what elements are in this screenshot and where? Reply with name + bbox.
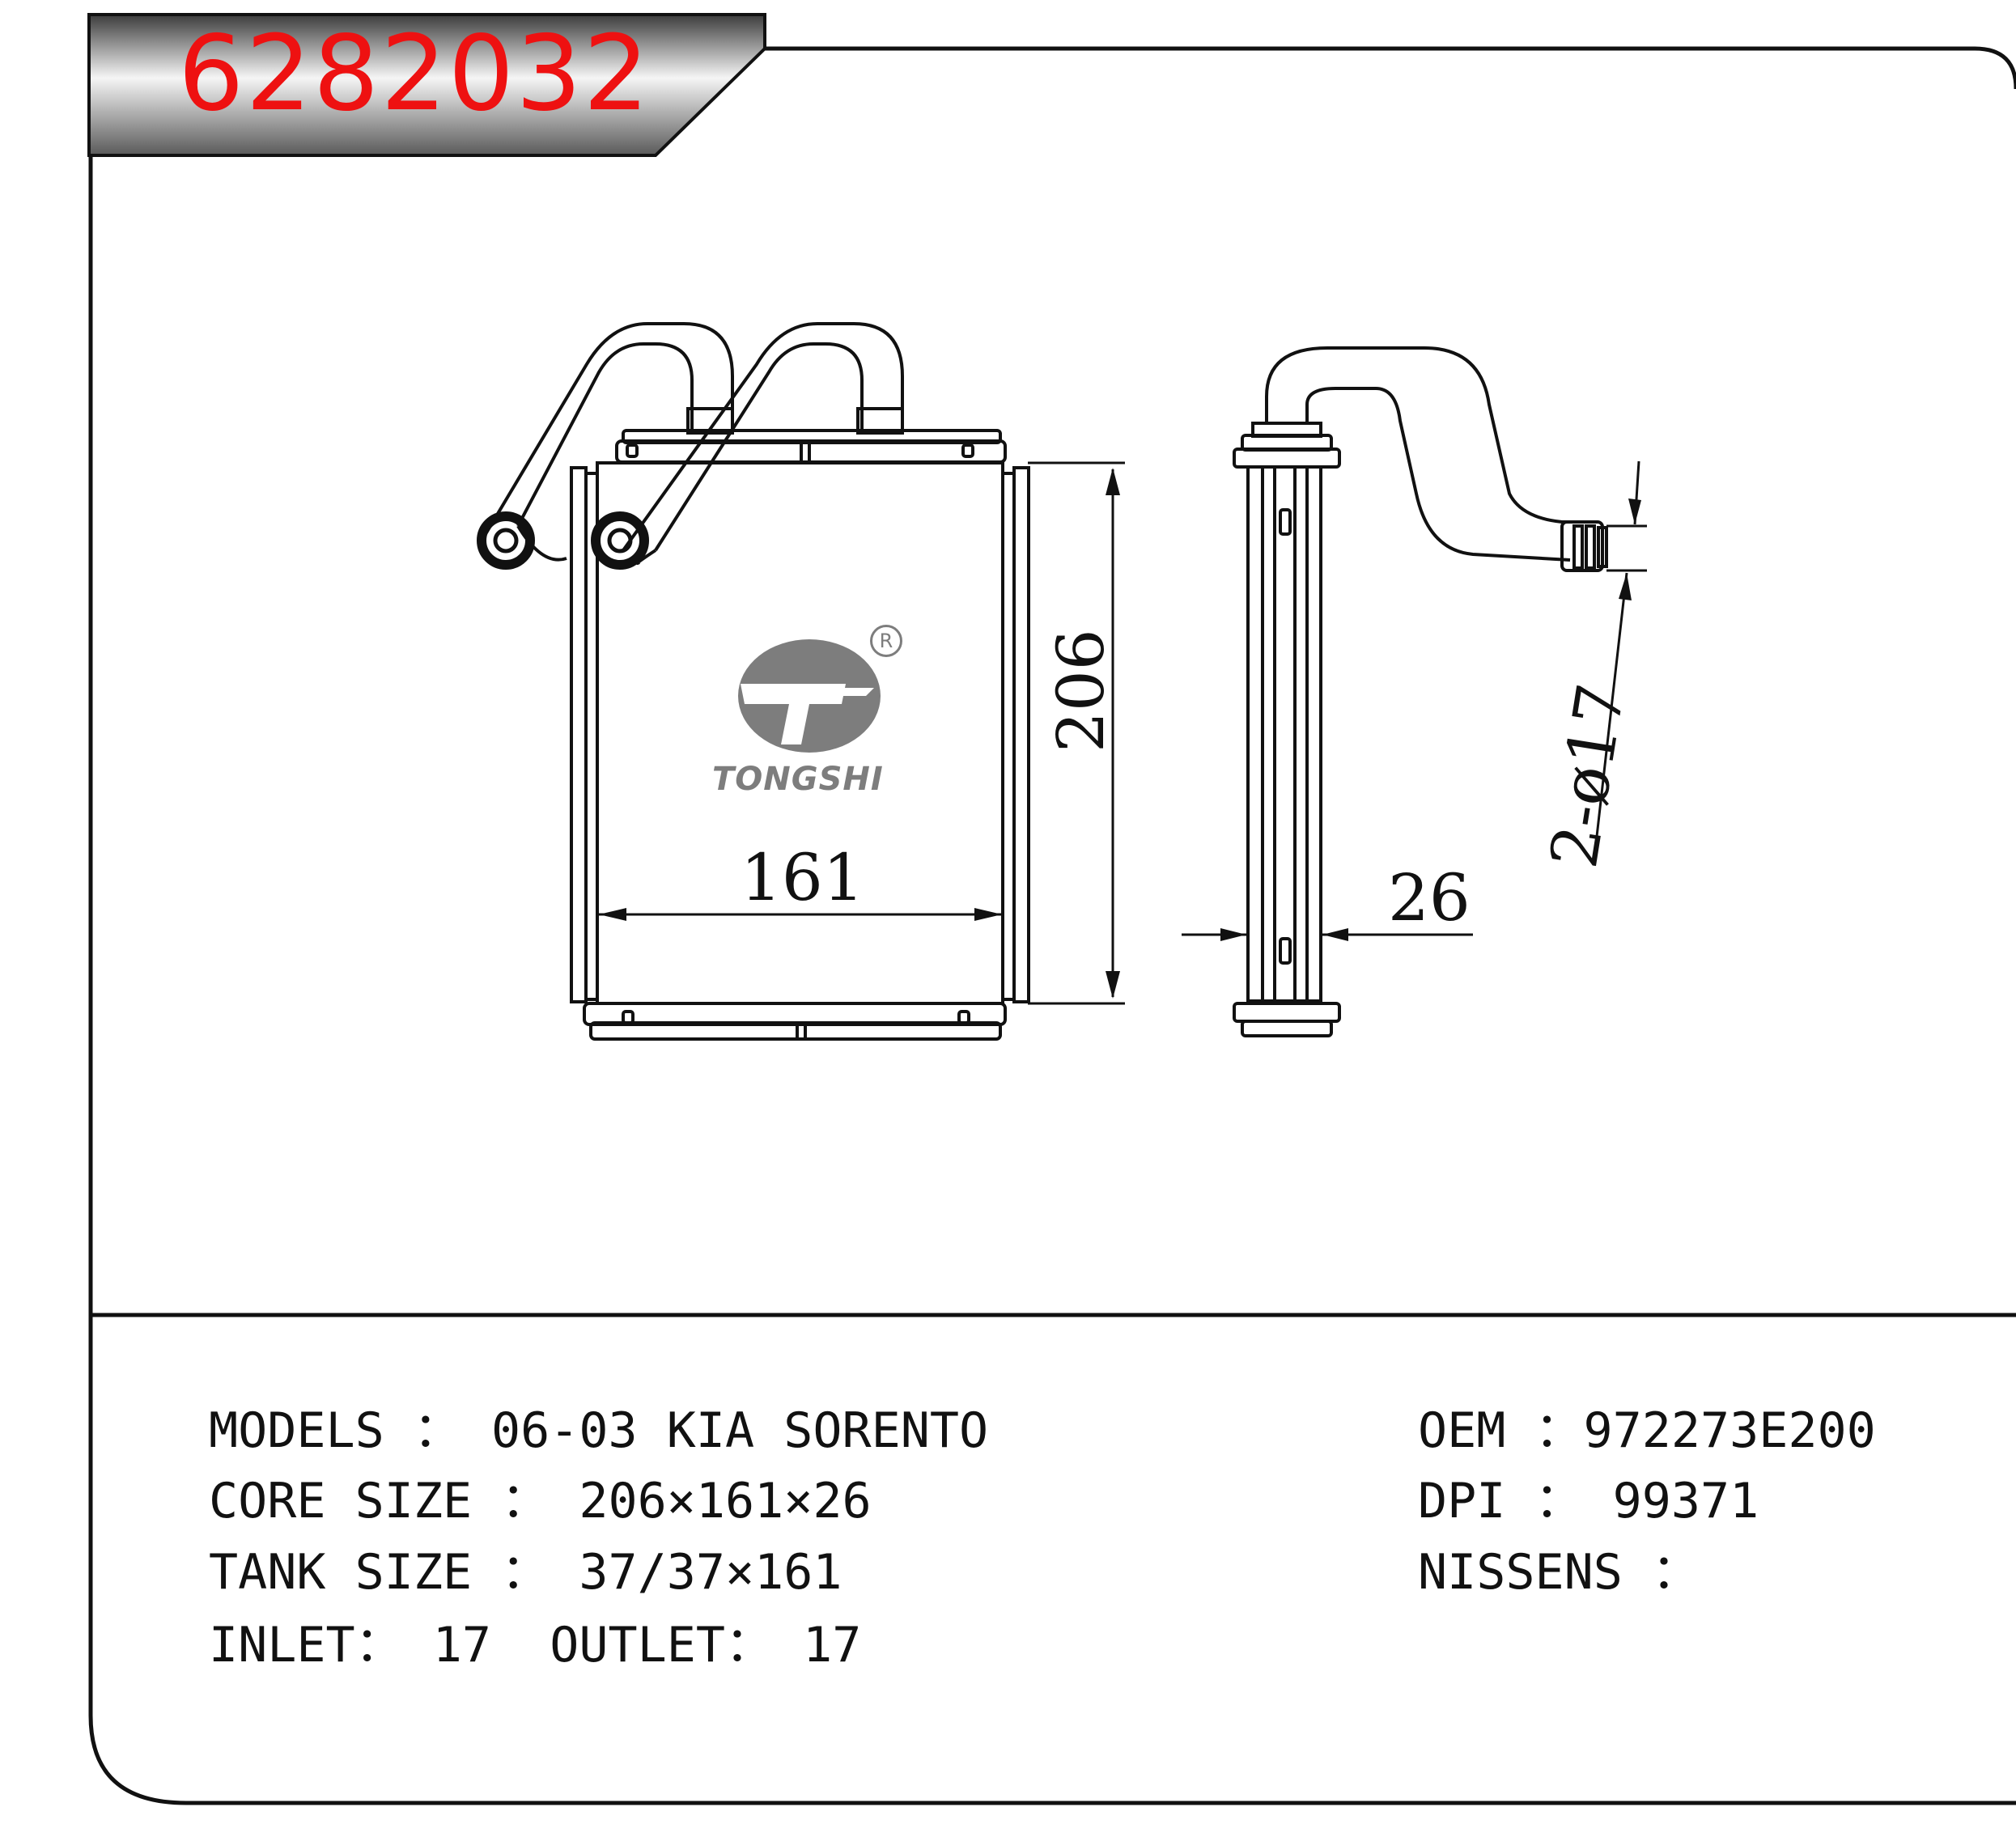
front-right-plate <box>1012 466 1030 1003</box>
dim-width-label: 161 <box>741 840 864 915</box>
spec-core-size: CORE SIZE ： 206×161×26 <box>209 1473 872 1529</box>
dim-depth-label: 26 <box>1388 860 1471 935</box>
outlet-port <box>591 511 649 570</box>
spec-nissens: NISSENS ： <box>1418 1544 1700 1601</box>
logo-wordmark: TONGSHI <box>712 761 884 798</box>
spec-inlet-outlet: INLET： 17 OUTLET： 17 <box>209 1617 862 1673</box>
spec-models: MODELS ： 06-03 KIA SORENTO <box>209 1402 989 1459</box>
dim-height-label: 206 <box>1043 629 1118 753</box>
registered-mark-icon: R <box>870 625 902 657</box>
side-core <box>1246 465 1322 1003</box>
header-tab <box>87 13 766 157</box>
front-left-plate <box>570 466 588 1003</box>
tongshi-logo-mark <box>738 639 881 753</box>
side-top-header <box>1233 448 1341 469</box>
side-bottom-header <box>1233 1002 1341 1023</box>
spec-dpi: DPI ： 99371 <box>1418 1473 1759 1529</box>
part-number-title: 6282032 <box>178 14 651 134</box>
side-view <box>1182 346 1647 1037</box>
spec-tank-size: TANK SIZE ： 37/37×161 <box>209 1544 842 1601</box>
side-pipe-fitting <box>1560 520 1604 572</box>
front-view <box>477 322 1125 1041</box>
spec-oem: OEM ：972273E200 <box>1418 1402 1876 1459</box>
sheet-border <box>88 46 2016 1805</box>
inlet-port <box>477 511 535 570</box>
